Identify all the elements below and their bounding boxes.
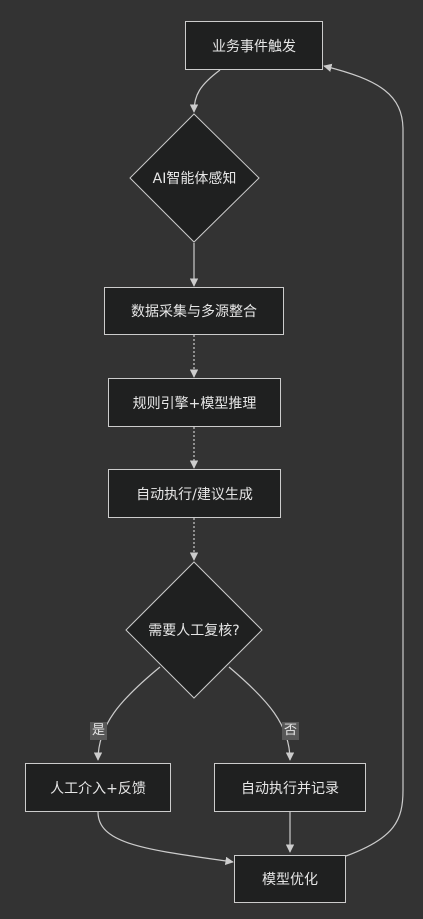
node-label: 数据采集与多源整合 xyxy=(131,304,257,320)
node-label: 自动执行并记录 xyxy=(241,780,339,797)
node-label: 业务事件触发 xyxy=(212,38,296,55)
edge-label-no: 否 xyxy=(282,722,299,740)
node-auto-execute-suggest: 自动执行/建议生成 xyxy=(108,469,281,518)
node-label: 自动执行/建议生成 xyxy=(136,486,253,503)
node-ai-agent-sense: AI智能体感知 xyxy=(130,164,259,192)
node-label: 规则引擎+模型推理 xyxy=(132,395,257,412)
edge-trigger-to-ai-sense xyxy=(189,69,221,113)
node-label: 人工介入+反馈 xyxy=(50,780,146,797)
edge-manual-to-optimize xyxy=(97,811,234,866)
node-needs-manual-review: 需要人工复核? xyxy=(126,616,262,644)
decision-diamond-review xyxy=(125,561,263,699)
edge-review-to-auto-record xyxy=(228,666,295,761)
node-label: 需要人工复核? xyxy=(148,623,240,639)
edge-review-to-manual xyxy=(93,666,161,761)
node-rules-engine: 规则引擎+模型推理 xyxy=(108,378,281,427)
edge-optimize-to-trigger xyxy=(323,63,404,857)
node-label: 模型优化 xyxy=(262,872,318,888)
node-business-event-trigger: 业务事件触发 xyxy=(185,21,323,70)
node-model-optimization: 模型优化 xyxy=(234,855,346,903)
node-manual-intervention: 人工介入+反馈 xyxy=(25,763,171,812)
node-auto-execute-record: 自动执行并记录 xyxy=(214,763,366,812)
decision-diamond-ai-sense xyxy=(129,113,260,243)
edge-label-yes: 是 xyxy=(90,722,107,740)
node-label: AI智能体感知 xyxy=(152,171,237,187)
node-data-collection: 数据采集与多源整合 xyxy=(104,287,284,335)
